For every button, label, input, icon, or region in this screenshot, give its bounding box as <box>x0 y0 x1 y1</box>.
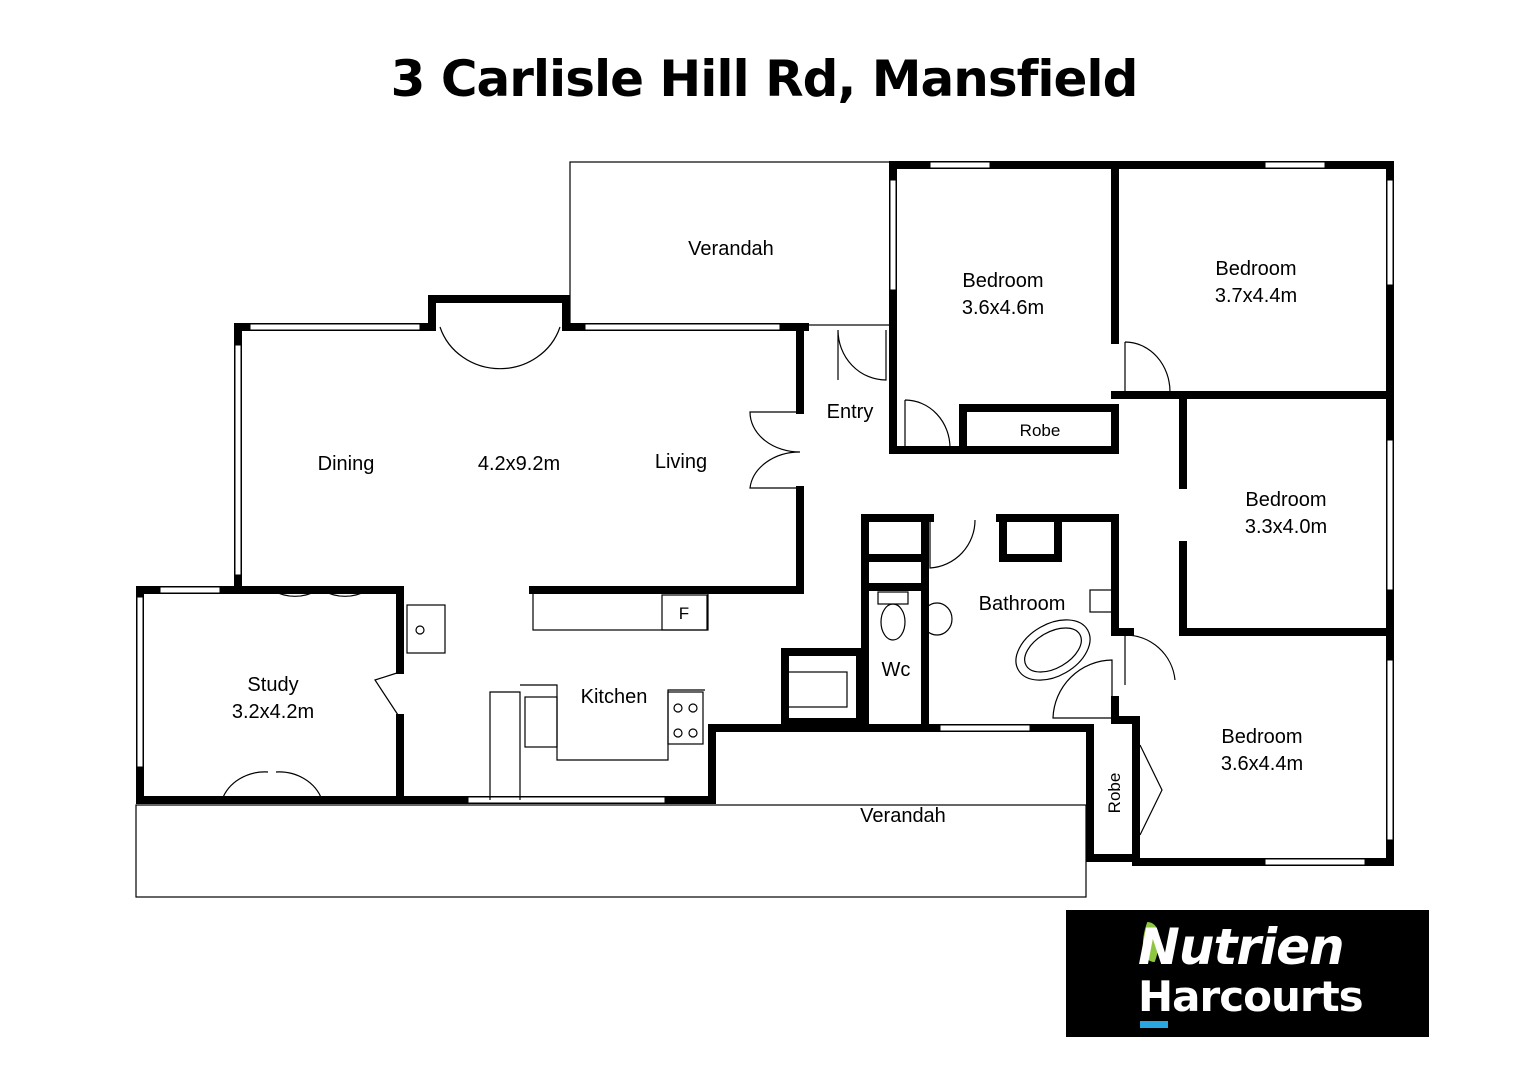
study-label: Study <box>247 674 298 696</box>
robe-2-label: Robe <box>1105 773 1124 814</box>
living-dining-size: 4.2x9.2m <box>478 453 560 475</box>
dining-label: Dining <box>318 453 375 475</box>
bedroom-1-label: Bedroom <box>962 270 1043 292</box>
kitchen-label: Kitchen <box>581 686 648 708</box>
agency-logo: Nutrien Harcourts <box>1066 910 1429 1037</box>
verandah-top-label: Verandah <box>688 238 774 260</box>
bedroom-1-size: 3.6x4.6m <box>962 297 1044 319</box>
doors <box>221 326 1176 836</box>
windows <box>136 161 1394 866</box>
living-label: Living <box>655 451 707 473</box>
entry-label: Entry <box>827 401 874 423</box>
logo-line-2: Harcourts <box>1138 972 1364 1021</box>
verandah-bottom-label: Verandah <box>860 805 946 827</box>
wc-label: Wc <box>882 659 911 681</box>
bedroom-3-label: Bedroom <box>1245 489 1326 511</box>
robe-1-label: Robe <box>1020 421 1061 440</box>
bedroom-4-size: 3.6x4.4m <box>1221 753 1303 775</box>
bedroom-2-size: 3.7x4.4m <box>1215 285 1297 307</box>
fridge-label: F <box>679 604 689 623</box>
bathroom-label: Bathroom <box>979 593 1066 615</box>
page-title: 3 Carlisle Hill Rd, Mansfield <box>390 50 1139 108</box>
fridge <box>661 594 708 631</box>
bedroom-2-label: Bedroom <box>1215 258 1296 280</box>
study-size: 3.2x4.2m <box>232 701 314 723</box>
logo-line-1: Nutrien <box>1138 918 1345 976</box>
fixtures <box>406 589 1113 800</box>
logo-accent-bar <box>1140 1021 1168 1028</box>
room-labels: Verandah Bedroom 3.6x4.6m Bedroom 3.7x4.… <box>232 238 1327 827</box>
bedroom-4-label: Bedroom <box>1221 726 1302 748</box>
walls <box>136 161 1394 866</box>
bedroom-3-size: 3.3x4.0m <box>1245 516 1327 538</box>
